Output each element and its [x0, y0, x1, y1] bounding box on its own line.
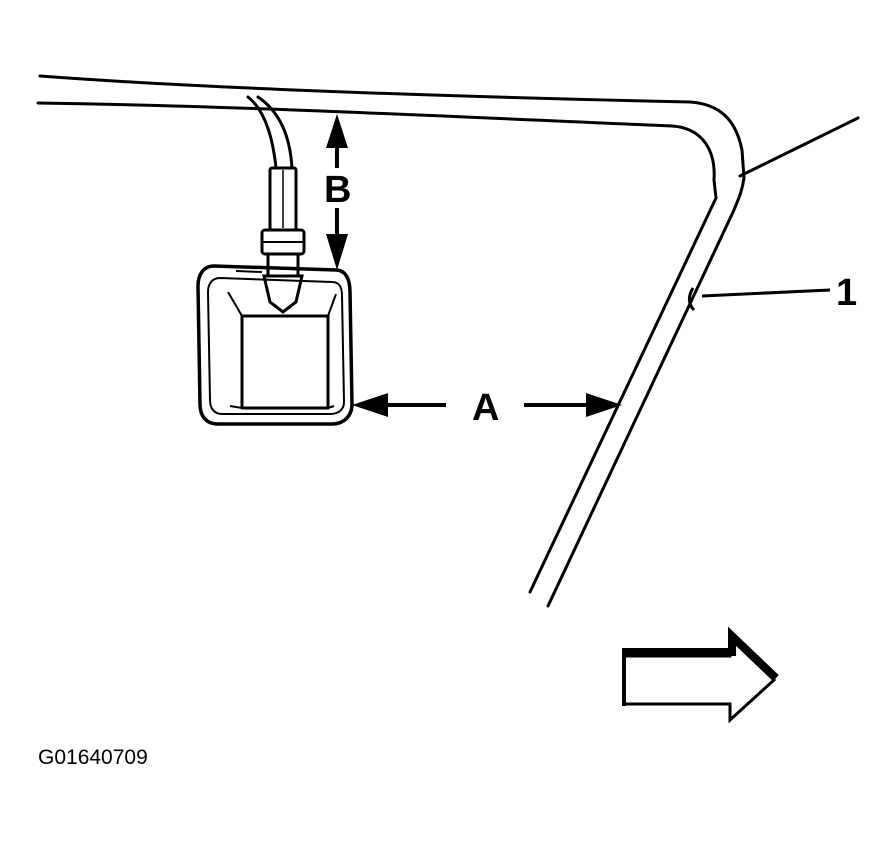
callout-1-leader: [701, 288, 831, 298]
connector-neck: [266, 252, 300, 278]
figure-code: G01640709: [38, 746, 148, 769]
forward-arrow-heavy-edge: [622, 626, 779, 681]
roof-panel: [36, 74, 860, 212]
dimension-a-arrow-right: [586, 393, 622, 417]
bevel-bottom-right: [327, 405, 335, 409]
housing-top-accent: [235, 270, 263, 273]
roof-outer-edge: [38, 74, 746, 212]
cable-line-right: [256, 95, 294, 170]
pillar-inner-line: [528, 196, 718, 594]
dimension-a-label: A: [472, 387, 499, 429]
sensor-lens: [240, 314, 330, 410]
bevel-top-left: [227, 291, 243, 317]
sensor-housing: [196, 264, 354, 426]
callout-1-mark: [687, 287, 696, 312]
housing-outer: [196, 264, 354, 426]
housing-inner-rim: [207, 277, 345, 415]
connector-cone: [262, 274, 304, 314]
roof-inner-edge: [36, 101, 718, 200]
bevel-bottom-left: [229, 405, 243, 409]
roof-top-line: [738, 116, 860, 178]
cable-line-left: [246, 95, 278, 170]
dimension-b-arrow-up: [326, 114, 348, 148]
windshield-pillar: [528, 196, 736, 608]
dimension-a: A: [352, 387, 622, 429]
sensor-cable: [246, 95, 294, 170]
callout-1-label: 1: [836, 272, 857, 314]
dimension-a-arrow-left: [352, 393, 388, 417]
pillar-outer-line: [546, 208, 736, 608]
callout-1: 1: [687, 272, 857, 314]
bevel-top-right: [327, 293, 337, 317]
dimension-b: B: [324, 114, 351, 270]
dimension-b-arrow-down: [326, 234, 348, 270]
forward-direction-arrow-icon: [622, 626, 779, 724]
dimension-b-label: B: [324, 169, 351, 211]
cable-connector: [260, 166, 306, 314]
